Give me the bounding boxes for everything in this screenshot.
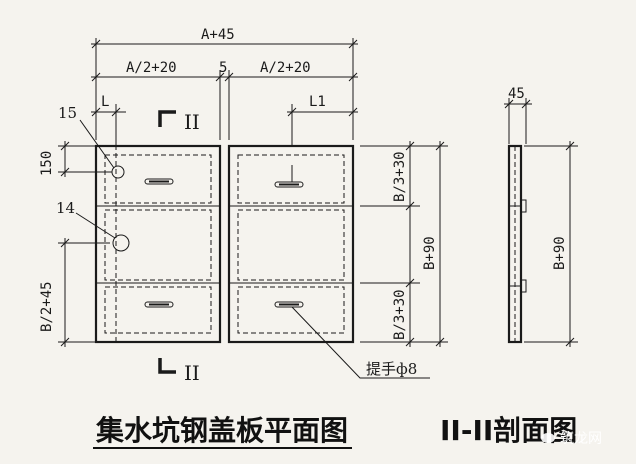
handle-slot-right-top (274, 181, 304, 188)
plan-title: 集水坑钢盖板平面图 (95, 414, 348, 447)
dim-overall-width: A+45 (91, 27, 358, 140)
callout-handle: 提手ф8 (366, 360, 417, 378)
svg-text:150: 150 (39, 151, 55, 176)
left-stiffener-bottom (104, 286, 212, 334)
section-mark-top: II (158, 110, 200, 134)
dim-section-height: B+90 (524, 141, 578, 347)
left-cover-plate (94, 144, 222, 344)
leader-hole-small (79, 119, 115, 169)
leader-hole-large (75, 212, 116, 239)
svg-text:II: II (184, 361, 200, 385)
svg-text:B/3+30: B/3+30 (392, 289, 408, 340)
svg-text:B+90: B+90 (552, 236, 568, 270)
right-stiffener-middle (237, 209, 345, 281)
svg-text:A+45: A+45 (201, 27, 235, 43)
svg-text:45: 45 (508, 86, 525, 102)
section-view-profile (507, 144, 527, 344)
section-title: II-II剖面图 (440, 414, 577, 447)
callout-hole-large: 14 (56, 199, 75, 217)
dim-left-offset: L (91, 94, 126, 145)
callout-hole-small: 15 (58, 104, 77, 122)
dim-half-widths: A/2+20 5 A/2+20 (91, 60, 358, 140)
watermark-icon (541, 433, 555, 443)
svg-text:B/3+30: B/3+30 (392, 151, 408, 202)
left-stiffener-top (104, 154, 212, 204)
handle-slot-right-bottom (274, 301, 304, 308)
watermark: 筑龙网 (541, 431, 602, 447)
dim-hole-offset: 150 (39, 141, 112, 177)
dim-right-offset: L1 (287, 94, 358, 146)
svg-text:A/2+20: A/2+20 (260, 60, 311, 76)
svg-text:B/2+45: B/2+45 (39, 281, 55, 332)
svg-text:B+90: B+90 (422, 236, 438, 270)
svg-text:筑龙网: 筑龙网 (560, 431, 602, 447)
section-mark-bottom: II (158, 358, 200, 385)
dim-plan-right-vertical: B/3+30 B+90 B/3+30 (360, 141, 448, 347)
hole-large (112, 234, 130, 252)
left-stiffener-middle (104, 209, 212, 281)
handle-slot-left-bottom (144, 301, 174, 308)
handle-slot-left-top (144, 178, 174, 185)
svg-text:5: 5 (219, 60, 227, 76)
right-cover-plate (227, 144, 355, 344)
svg-text:L: L (101, 94, 109, 110)
dim-section-thickness: 45 (504, 86, 532, 144)
leader-handle (291, 306, 430, 379)
svg-text:II: II (184, 110, 200, 134)
right-stiffener-bottom (237, 286, 345, 334)
dim-lower-height: B/2+45 (39, 238, 110, 347)
svg-text:A/2+20: A/2+20 (126, 60, 177, 76)
svg-text:L1: L1 (309, 94, 326, 110)
right-stiffener-top (237, 154, 345, 204)
